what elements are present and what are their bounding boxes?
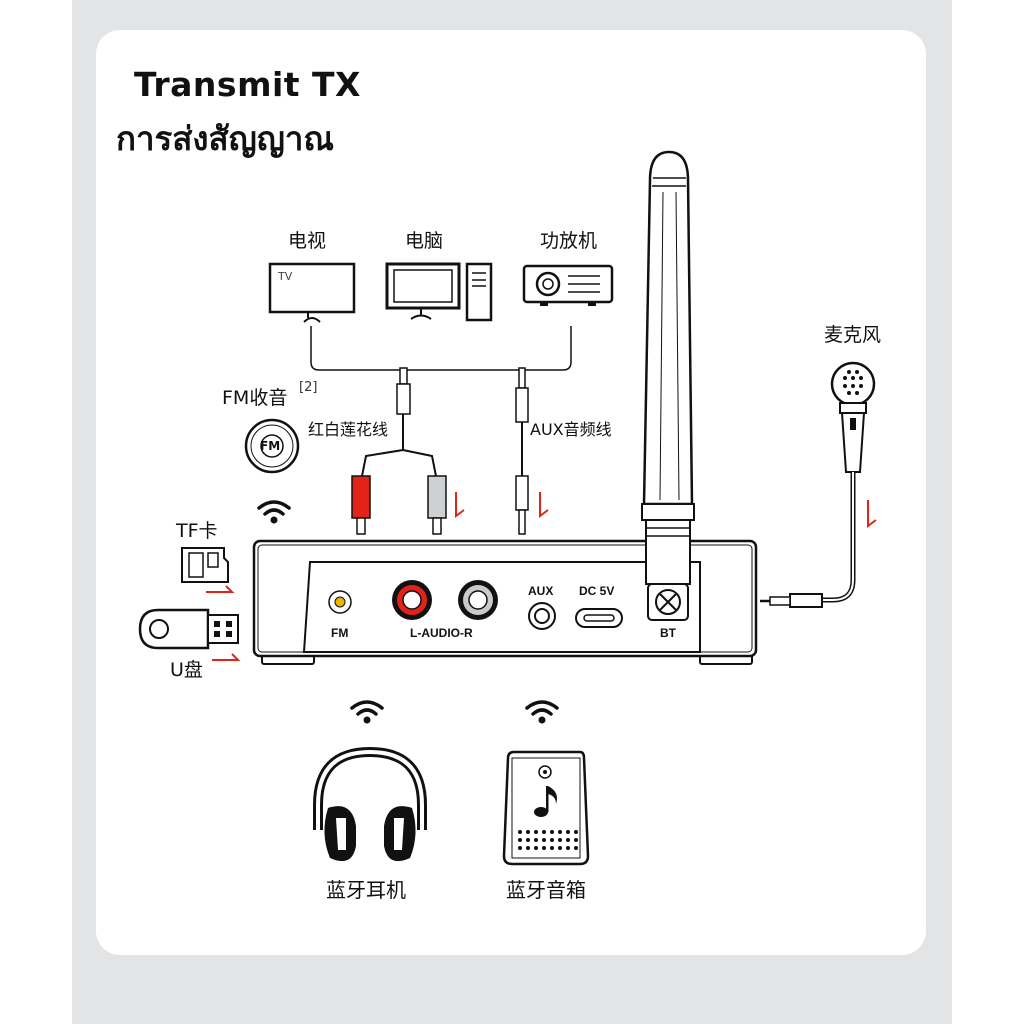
music-note-icon	[534, 786, 557, 817]
rca-cable	[351, 367, 447, 535]
wireless-signal-icon	[257, 500, 291, 526]
aux-cable	[515, 367, 529, 535]
microphone-icon	[760, 361, 876, 608]
usb-drive-icon	[138, 608, 239, 650]
antenna-icon	[641, 150, 695, 585]
speaker-icon	[502, 750, 590, 866]
projector-icon	[522, 264, 614, 306]
rca-cable-label: 红白莲花线	[308, 420, 389, 439]
bt-port-label: BT	[660, 626, 676, 640]
tv-label: 电视	[288, 230, 327, 252]
tf-card-icon	[181, 547, 229, 583]
fm-radio-icon	[244, 418, 300, 474]
microphone-label: 麦克风	[824, 324, 882, 346]
wireless-signal-icon	[525, 700, 559, 726]
aux-cable-label: AUX音频线	[530, 420, 612, 439]
fm-note: [2]	[299, 380, 318, 395]
tv-screen-text: TV	[278, 270, 293, 283]
fm-port-label: FM	[331, 626, 349, 640]
arrow-icon	[867, 500, 877, 528]
aux-port-label: AUX	[528, 584, 554, 598]
speaker-label: 蓝牙音箱	[506, 878, 586, 902]
headphones-icon	[313, 746, 427, 862]
arrow-icon	[455, 492, 465, 518]
wireless-signal-icon	[350, 700, 384, 726]
transmitter-device	[252, 539, 758, 665]
computer-label: 电脑	[405, 230, 444, 252]
page-title: Transmit TX	[134, 65, 361, 104]
arrow-icon	[212, 653, 241, 661]
audio-port-label: L-AUDIO-R	[410, 626, 473, 640]
tf-card-label: TF卡	[176, 520, 218, 542]
usb-drive-label: U盘	[170, 659, 203, 681]
fm-radio-label: FM收音	[222, 387, 288, 409]
amplifier-label: 功放机	[540, 230, 598, 252]
arrow-icon	[206, 585, 235, 593]
headphones-label: 蓝牙耳机	[326, 878, 406, 902]
left-margin	[0, 0, 72, 1024]
fm-badge-text: FM	[260, 439, 281, 453]
arrow-icon	[539, 492, 549, 518]
tv-icon	[268, 262, 356, 323]
dc-port-label: DC 5V	[579, 584, 615, 598]
right-margin	[952, 0, 1024, 1024]
page-subtitle: การส่งสัญญาณ	[116, 119, 335, 158]
source-bracket	[310, 326, 572, 371]
computer-icon	[385, 262, 493, 322]
